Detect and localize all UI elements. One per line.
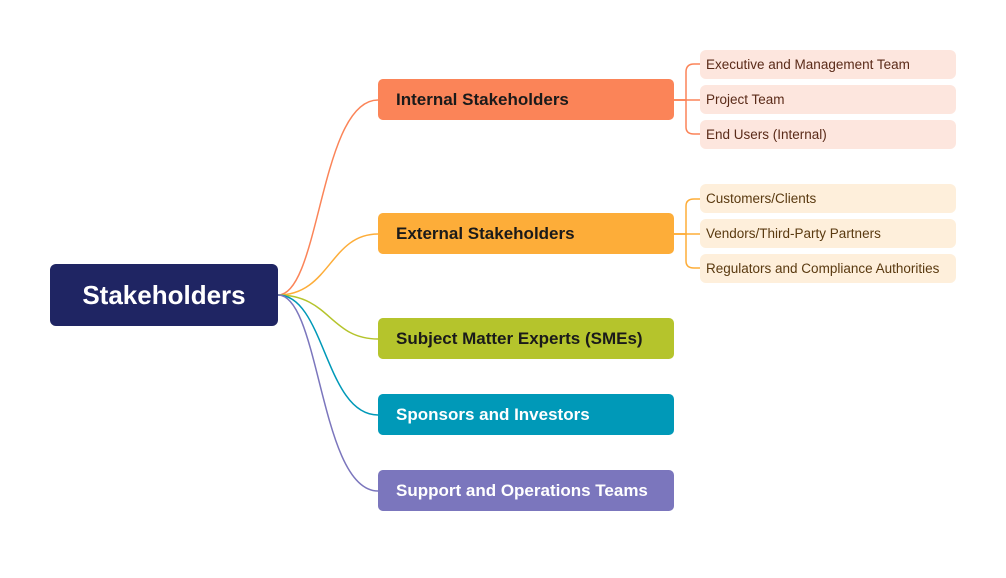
connector-internal-leaf-3 bbox=[674, 99, 700, 135]
connector-external-leaf-1 bbox=[674, 198, 700, 235]
branch-support-and-operations[interactable]: Support and Operations Teams bbox=[378, 470, 674, 511]
connector-root-external bbox=[277, 233, 379, 296]
connector-root-smes bbox=[277, 294, 379, 340]
branch-external-stakeholders[interactable]: External Stakeholders bbox=[378, 213, 674, 254]
leaf-executive-management-team[interactable]: Executive and Management Team bbox=[700, 50, 956, 79]
leaf-customers-clients[interactable]: Customers/Clients bbox=[700, 184, 956, 213]
connector-internal-leaf-1 bbox=[674, 63, 700, 101]
leaf-end-users-internal[interactable]: End Users (Internal) bbox=[700, 120, 956, 149]
branch-internal-stakeholders[interactable]: Internal Stakeholders bbox=[378, 79, 674, 120]
connector-root-support bbox=[277, 294, 379, 492]
connector-root-internal bbox=[277, 99, 379, 296]
branch-subject-matter-experts[interactable]: Subject Matter Experts (SMEs) bbox=[378, 318, 674, 359]
leaf-regulators-compliance[interactable]: Regulators and Compliance Authorities bbox=[700, 254, 956, 283]
branch-sponsors-and-investors[interactable]: Sponsors and Investors bbox=[378, 394, 674, 435]
leaf-vendors-third-party-partners[interactable]: Vendors/Third-Party Partners bbox=[700, 219, 956, 248]
root-node-stakeholders[interactable]: Stakeholders bbox=[50, 264, 278, 326]
leaf-project-team[interactable]: Project Team bbox=[700, 85, 956, 114]
connector-external-leaf-3 bbox=[674, 233, 700, 269]
connector-root-sponsors bbox=[277, 294, 379, 416]
